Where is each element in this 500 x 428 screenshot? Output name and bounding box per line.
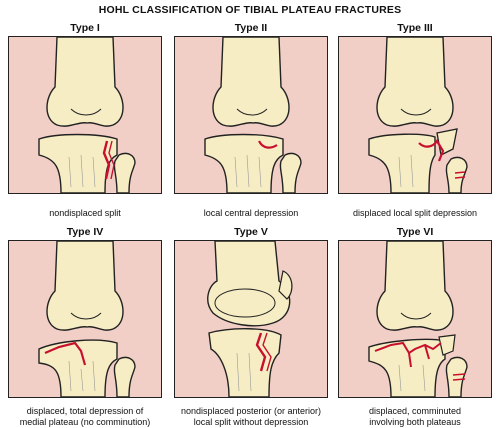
figure-title: HOHL CLASSIFICATION OF TIBIAL PLATEAU FR… [98, 4, 402, 16]
knee-illustration [338, 240, 492, 398]
fracture-line [418, 138, 445, 162]
tibia [38, 339, 118, 397]
panel-title: Type I [70, 22, 100, 34]
panel-title: Type IV [66, 226, 104, 238]
panel-caption: nondisplaced split [49, 208, 121, 218]
fibula [445, 356, 468, 397]
femur [376, 241, 454, 331]
fibula [113, 356, 136, 397]
knee-illustration [174, 36, 328, 194]
panel-caption: displaced, total depression of medial pl… [19, 406, 151, 427]
fracture-line [374, 341, 442, 368]
tibia [368, 133, 436, 193]
fibula [445, 156, 468, 193]
panel-title: Type II [234, 22, 268, 34]
panel-caption: displaced, comminuted involving both pla… [368, 406, 462, 427]
patella [278, 270, 293, 300]
fracture-line [44, 341, 87, 366]
displaced-fragment [438, 334, 456, 356]
tibia [368, 338, 446, 397]
fibula [113, 152, 136, 193]
panel-caption: local central depression [203, 208, 299, 218]
knee-illustration [338, 36, 492, 194]
fracture-line [255, 332, 267, 372]
knee-illustration [8, 240, 162, 398]
panel-caption: nondisplaced posterior (or anterior) loc… [180, 406, 322, 427]
panel-caption: displaced local split depression [352, 208, 478, 218]
fibula [279, 152, 302, 193]
panel-title: Type III [397, 22, 433, 34]
tibia [204, 133, 284, 193]
femur [376, 37, 454, 127]
femur [46, 241, 124, 331]
femur [212, 37, 290, 127]
femur [46, 37, 124, 127]
panel-title: Type V [234, 226, 268, 238]
fracture-line [258, 140, 278, 149]
panel-title: Type VI [396, 226, 434, 238]
knee-illustration [174, 240, 328, 398]
fracture-line [102, 140, 111, 180]
knee-illustration [8, 36, 162, 194]
